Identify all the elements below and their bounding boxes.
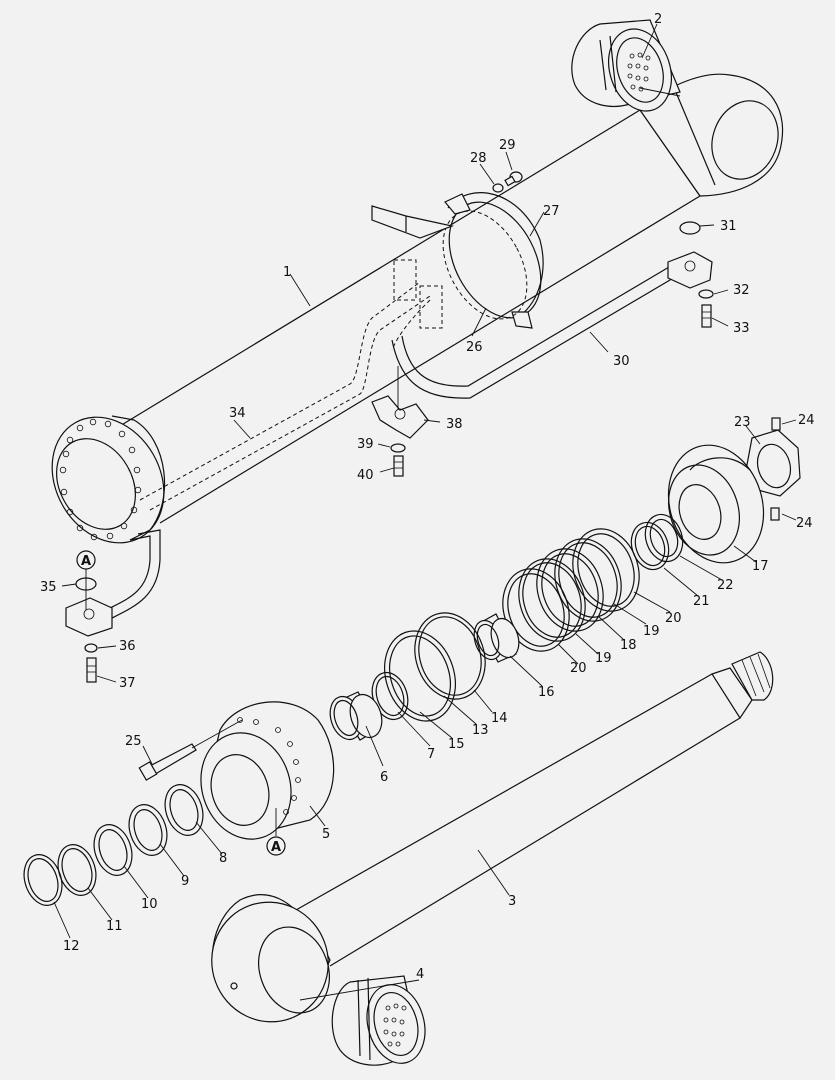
label-14: 14 xyxy=(491,711,508,726)
label-20b: 20 xyxy=(570,661,587,676)
bushing-top xyxy=(571,19,681,112)
pipe-30 xyxy=(391,251,713,399)
setscrew-24a xyxy=(771,417,781,431)
flange-bolt-holes xyxy=(59,418,142,541)
callout-a-bottom: A xyxy=(266,836,286,856)
label-26: 26 xyxy=(466,340,483,355)
label-33: 33 xyxy=(733,321,750,336)
setscrew-24b xyxy=(770,507,780,521)
leader-lines xyxy=(53,23,797,1001)
label-2: 2 xyxy=(654,12,662,27)
label-1: 1 xyxy=(283,265,291,280)
label-7: 7 xyxy=(427,747,435,762)
bolt-25 xyxy=(138,719,243,781)
pipe-34 xyxy=(109,281,431,619)
rod-head-5 xyxy=(200,701,335,840)
pipe-bracket xyxy=(371,205,455,329)
label-3: 3 xyxy=(508,894,516,909)
label-38: 38 xyxy=(446,417,463,432)
clamp-38 xyxy=(371,366,429,439)
label-30: 30 xyxy=(613,354,630,369)
label-40: 40 xyxy=(357,468,374,483)
label-4: 4 xyxy=(416,967,424,982)
label-9: 9 xyxy=(181,874,189,889)
bolt-29 xyxy=(504,171,523,187)
ring-19b xyxy=(518,558,586,642)
ring-22 xyxy=(644,513,684,563)
washer-28 xyxy=(492,183,504,193)
bushing-16 xyxy=(473,613,520,663)
label-5: 5 xyxy=(322,827,330,842)
label-28: 28 xyxy=(470,151,487,166)
label-16: 16 xyxy=(538,685,555,700)
label-29: 29 xyxy=(499,138,516,153)
tube-clamp xyxy=(442,192,544,329)
label-31: 31 xyxy=(720,219,737,234)
piston-rod xyxy=(295,651,774,967)
label-37: 37 xyxy=(119,676,136,691)
part-labels: 1 2 3 4 5 6 7 8 9 10 11 12 13 14 15 16 1… xyxy=(40,12,815,982)
label-19a: 19 xyxy=(643,624,660,639)
label-11: 11 xyxy=(106,919,123,934)
label-22: 22 xyxy=(717,578,734,593)
ring-14 xyxy=(414,612,486,700)
label-10: 10 xyxy=(141,897,158,912)
ring-8 xyxy=(164,784,204,836)
callout-a-top: A xyxy=(76,550,96,570)
nut-23 xyxy=(745,429,801,497)
ring-10 xyxy=(93,824,133,876)
bushing-bottom xyxy=(331,975,426,1066)
bushing-6 xyxy=(329,691,383,741)
label-27: 27 xyxy=(543,204,560,219)
ring-18 xyxy=(536,548,604,632)
ring-9 xyxy=(128,804,168,856)
label-17: 17 xyxy=(752,559,769,574)
cylinder-tube xyxy=(51,109,701,544)
label-15: 15 xyxy=(448,737,465,752)
washer-39 xyxy=(390,443,406,453)
label-20a: 20 xyxy=(665,611,682,626)
rod-eye xyxy=(211,894,331,1023)
label-13: 13 xyxy=(472,723,489,738)
bolt-33 xyxy=(701,304,712,328)
bolt-40 xyxy=(393,455,404,477)
label-6: 6 xyxy=(380,770,388,785)
label-36: 36 xyxy=(119,639,136,654)
callout-a-bottom-label: A xyxy=(271,840,281,855)
oring-31 xyxy=(679,221,701,235)
label-21: 21 xyxy=(693,594,710,609)
label-24b: 24 xyxy=(796,516,813,531)
label-19b: 19 xyxy=(595,651,612,666)
bolt-37 xyxy=(86,657,97,683)
ring-13 xyxy=(384,630,456,722)
pipe-flange-a xyxy=(65,597,113,637)
label-39: 39 xyxy=(357,437,374,452)
label-32: 32 xyxy=(733,283,750,298)
callout-a-top-label: A xyxy=(81,554,91,569)
label-12: 12 xyxy=(63,939,80,954)
label-18: 18 xyxy=(620,638,637,653)
label-23: 23 xyxy=(734,415,751,430)
rear-eye xyxy=(639,73,784,197)
label-8: 8 xyxy=(219,851,227,866)
washer-36 xyxy=(84,643,98,653)
ring-12 xyxy=(23,854,63,906)
label-34: 34 xyxy=(229,406,246,421)
label-35: 35 xyxy=(40,580,57,595)
ring-19a xyxy=(554,538,622,622)
label-24a: 24 xyxy=(798,413,815,428)
label-25: 25 xyxy=(125,734,142,749)
washer-32 xyxy=(698,289,714,299)
